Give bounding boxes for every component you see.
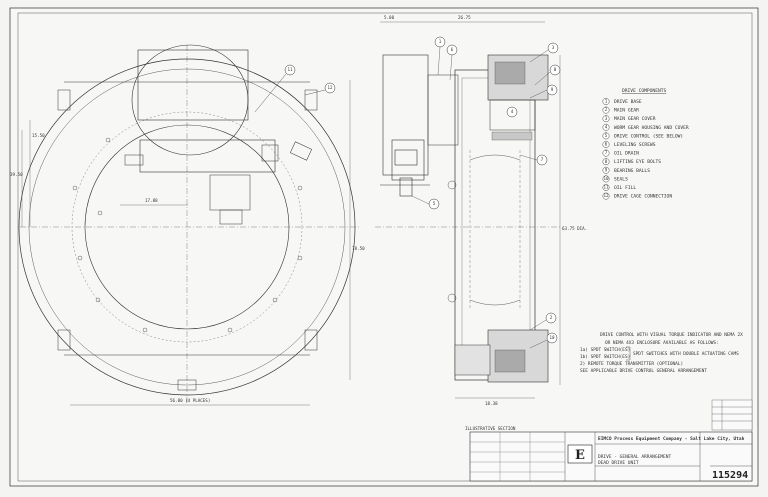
legend-number-badge — [602, 184, 610, 191]
legend-number: 1 — [605, 99, 608, 104]
legend-number-badge — [602, 158, 610, 166]
legend-number: 11 — [603, 185, 609, 190]
dim-vertical: 63.75 DIA. — [562, 226, 587, 231]
left-dimensions — [21, 80, 351, 406]
dim-top-main: 26.75 — [458, 15, 471, 20]
notes-line-2: 2) REMOTE TORQUE TRANSMITTER (OPTIONAL) — [580, 361, 683, 367]
callout-4: 4 — [511, 109, 514, 114]
legend-number-badge — [602, 123, 610, 131]
dim-horizontal: 17.88 — [145, 198, 158, 203]
callout-3: 3 — [552, 45, 555, 50]
callout-5: 5 — [433, 201, 436, 206]
document-number: 115294 — [712, 470, 748, 481]
company-name: EIMCO Process Equipment Company - Salt L… — [598, 436, 745, 442]
callout-12: 12 — [327, 85, 333, 90]
legend-number-badge — [602, 149, 610, 157]
legend-label: DRIVE CONTROL (SEE BELOW) — [614, 133, 683, 139]
notes-line-1a: 1a) SPDT SWITCH(ES) — [580, 347, 630, 353]
legend-label: OIL FILL — [614, 185, 636, 191]
notes-line-3: SEE APPLICABLE DRIVE CONTROL GENERAL ARR… — [580, 368, 707, 374]
worm-gear-housing — [139, 139, 276, 173]
legend-number: 8 — [605, 159, 608, 164]
legend-number-badge — [602, 98, 610, 105]
legend-title: DRIVE COMPONENTS — [622, 88, 666, 94]
dim-right-bottom: 18.38 — [485, 401, 498, 406]
legend-number: 12 — [603, 193, 609, 198]
dim-bottom: 56.00 (4 PLACES) — [170, 398, 210, 403]
legend-label: SEALS — [614, 176, 628, 182]
legend-label: LIFTING EYE BOLTS — [614, 159, 661, 165]
drive-control-notes: DRIVE CONTROL WITH VISUAL TORQUE INDICAT… — [580, 332, 743, 374]
callout-10: 10 — [549, 335, 555, 340]
notes-heading-2: OR NEMA 4X3 ENCLOSURE AVAILABLE AS FOLLO… — [605, 340, 719, 346]
left-plan-view — [18, 44, 360, 405]
right-section-view — [375, 54, 560, 383]
dim-left-lower: 39.50 — [10, 172, 23, 177]
dim-left-upper: 15.50 — [32, 133, 45, 138]
legend-number: 2 — [605, 107, 608, 112]
outer-border — [9, 7, 759, 487]
drawing-title-1: DRIVE - GENERAL ARRANGEMENT — [598, 454, 671, 460]
logo-letter: E — [575, 448, 585, 463]
legend-number: 5 — [605, 133, 608, 138]
legend-number-badge — [602, 115, 610, 123]
callout-2: 2 — [550, 315, 553, 320]
notes-bracket-text: SPDT SWITCHES WITH DOUBLE ACTUATING CAMS — [633, 351, 739, 357]
legend-number-badge — [602, 175, 610, 183]
callout-6: 6 — [451, 47, 454, 52]
legend-number-badge — [602, 166, 610, 174]
legend-number: 9 — [605, 167, 608, 172]
legend-label: BEARING BALLS — [614, 168, 650, 174]
housing-dome — [131, 44, 249, 156]
callout-7: 7 — [541, 157, 544, 162]
right-dimensions — [380, 21, 561, 399]
callout-9: 9 — [551, 87, 554, 92]
left-callouts: 11 12 — [254, 64, 336, 113]
section-label: ILLUSTRATIVE SECTION — [465, 426, 516, 431]
legend-label: DRIVE BASE — [614, 99, 642, 105]
drive-housing — [137, 49, 249, 121]
notes-line-1b: 1b) SPDT SWITCH(ES) — [580, 354, 630, 360]
drawing-title-2: DEAD DRIVE UNIT — [598, 460, 639, 466]
legend-label: WORM GEAR HOUSING AND COVER — [614, 125, 689, 131]
legend-number-badge — [602, 192, 610, 200]
callout-11: 11 — [287, 67, 293, 72]
legend-number: 3 — [605, 116, 608, 121]
legend-label: OIL DRAIN — [614, 151, 639, 157]
eimco-logo — [567, 444, 593, 464]
callout-8: 8 — [554, 67, 557, 72]
legend-number-badge — [602, 132, 610, 140]
legend-number: 10 — [603, 176, 609, 181]
legend-label: MAIN GEAR — [614, 108, 639, 114]
legend-label: DRIVE CAGE CONNECTION — [614, 194, 672, 200]
revision-block — [711, 399, 753, 431]
legend-label: LEVELING SCREWS — [614, 142, 656, 148]
legend-number: 4 — [605, 124, 608, 129]
legend-label: MAIN GEAR COVER — [614, 116, 656, 122]
legend-number-badge — [602, 141, 610, 148]
component-legend: DRIVE COMPONENTS 1 DRIVE BASE 2 MAIN GEAR 3 M… — [602, 88, 689, 200]
legend-number-badge — [602, 106, 610, 114]
legend-number: 7 — [605, 150, 608, 155]
notes-heading-1: DRIVE CONTROL WITH VISUAL TORQUE INDICAT… — [600, 332, 743, 338]
right-callouts: 1 6 5 3 8 9 4 7 2 10 — [411, 36, 561, 349]
dim-top-left: 5.00 — [384, 15, 395, 20]
dim-right: 78.50 — [352, 246, 365, 251]
inner-border — [17, 12, 753, 482]
legend-number: 6 — [605, 142, 608, 147]
callout-1: 1 — [439, 39, 442, 44]
title-block: E EIMCO Process Equipment Company - Salt… — [469, 431, 753, 482]
